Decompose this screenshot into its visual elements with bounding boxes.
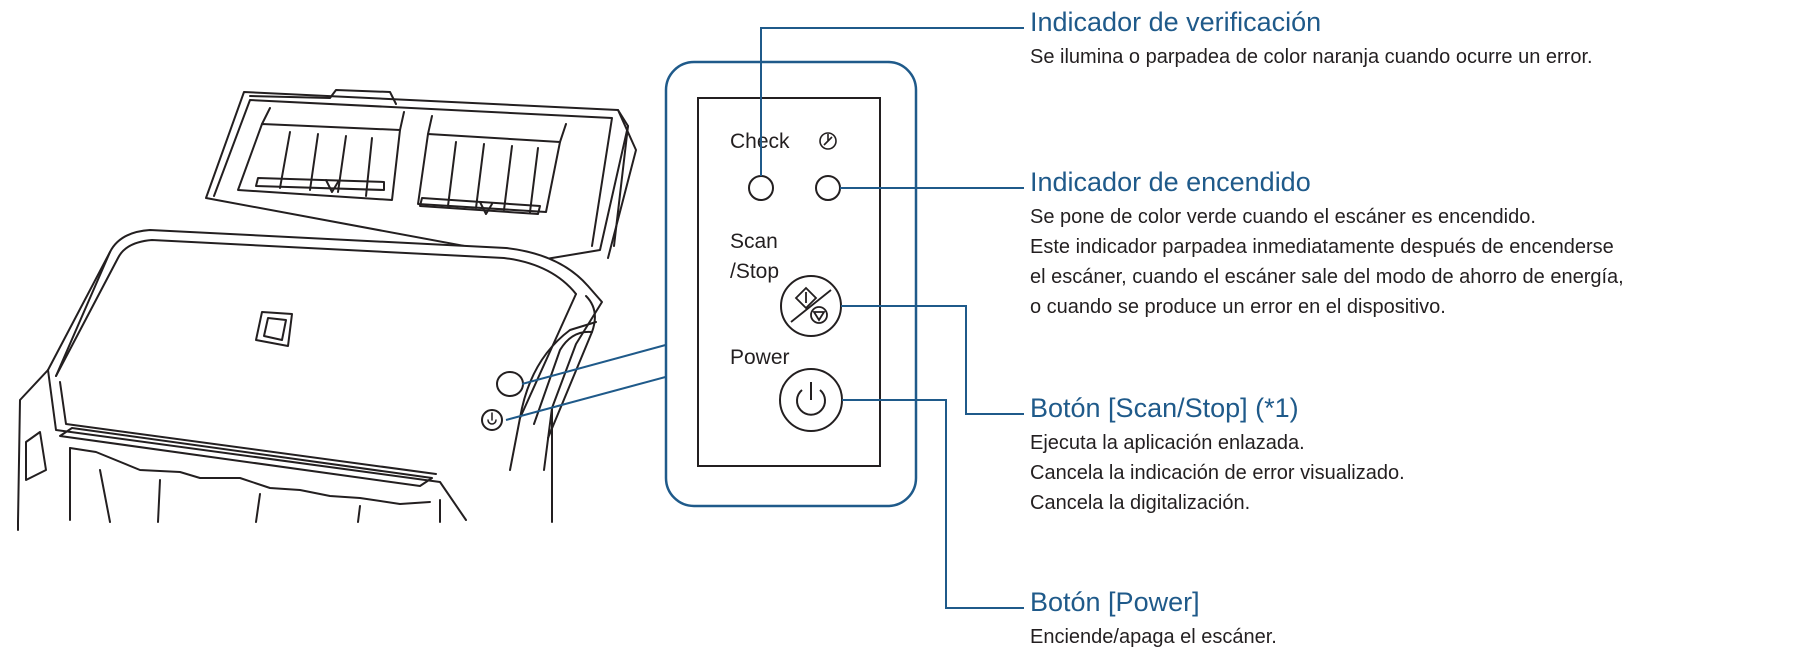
control-panel-zoom: Check Scan /Stop Power: [664, 60, 918, 508]
scan-stop-button[interactable]: [780, 275, 842, 337]
power-button[interactable]: [779, 368, 843, 432]
description-line: Ejecuta la aplicación enlazada.: [1030, 432, 1305, 454]
callout-description: Se pone de color verde cuando el escáner…: [1030, 202, 1624, 322]
scanner-illustration: [17, 89, 637, 531]
scan-stop-icon: [790, 286, 832, 324]
description-line: Se ilumina o parpadea de color naranja c…: [1030, 46, 1593, 68]
description-line: Cancela la indicación de error visualiza…: [1030, 462, 1405, 484]
callout-description: Ejecuta la aplicación enlazada. Cancela …: [1030, 428, 1405, 518]
scan-label-line2: /Stop: [730, 260, 779, 283]
check-indicator-led: [748, 175, 774, 201]
callout-title: Botón [Scan/Stop] (*1): [1030, 393, 1299, 423]
callout-title: Botón [Power]: [1030, 587, 1200, 617]
description-line: el escáner, cuando el escáner sale del m…: [1030, 266, 1624, 288]
zoom-leader-lines: [505, 339, 685, 421]
leader-check-indicator: [760, 27, 1024, 176]
callout-description: Se ilumina o parpadea de color naranja c…: [1030, 42, 1593, 72]
leader-power-button: [842, 399, 1024, 609]
description-line: Cancela la digitalización.: [1030, 492, 1251, 514]
power-indicator-led: [815, 175, 841, 201]
callout-check-indicator: Indicador de verificación Se ilumina o p…: [1030, 6, 1593, 72]
power-symbol-icon: [819, 132, 837, 150]
description-line: o cuando se produce un error en el dispo…: [1030, 296, 1446, 318]
callout-title: Indicador de verificación: [1030, 7, 1322, 37]
callout-description: Enciende/apaga el escáner.: [1030, 622, 1277, 652]
description-line: Enciende/apaga el escáner.: [1030, 626, 1277, 648]
callout-power-button: Botón [Power] Enciende/apaga el escáner.: [1030, 586, 1277, 652]
callout-title: Indicador de encendido: [1030, 167, 1311, 197]
description-line: Se pone de color verde cuando el escáner…: [1030, 206, 1536, 228]
callout-power-indicator: Indicador de encendido Se pone de color …: [1030, 166, 1624, 322]
scan-label-line1: Scan: [730, 230, 778, 253]
callout-leaders: [760, 27, 1024, 609]
power-label: Power: [730, 346, 790, 369]
leader-scan-button: [841, 305, 1024, 415]
power-button-icon: [796, 382, 826, 416]
description-line: Este indicador parpadea inmediatamente d…: [1030, 236, 1614, 258]
callout-scan-button: Botón [Scan/Stop] (*1) Ejecuta la aplica…: [1030, 392, 1405, 518]
